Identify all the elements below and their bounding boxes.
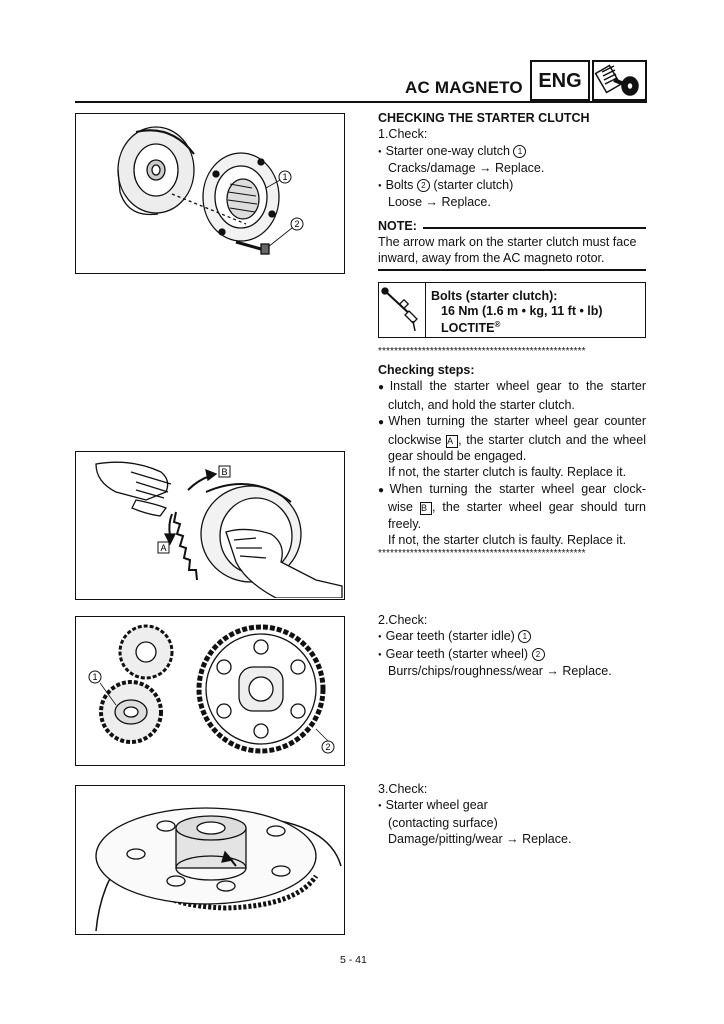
figure-starter-clutch: 1 2 xyxy=(75,113,345,274)
ref-callout: 2 xyxy=(531,647,545,661)
fig2-callout-b: B xyxy=(221,467,227,477)
torque-value: 16 Nm (1.6 m • kg, 11 ft • lb) xyxy=(441,303,603,318)
step-bullet-1-line-1: Install the starter wheel gear to the st… xyxy=(378,378,646,396)
ref-box-a: A xyxy=(446,434,459,448)
torque-wrench-icon xyxy=(379,283,426,337)
check-item-fault: Loose → Replace. xyxy=(388,195,491,210)
section-checking-starter-clutch: CHECKING THE STARTER CLUTCH 1.Check: Sta… xyxy=(378,110,646,210)
fig3-callout-2: 2 xyxy=(325,742,330,752)
ref-box-b: B xyxy=(419,502,432,516)
check-item-wheel-gear: Gear teeth (starter wheel) 2 xyxy=(378,646,646,663)
check-item-fault: Cracks/damage → Replace. xyxy=(388,161,545,176)
fig1-callout-1: 1 xyxy=(282,172,287,182)
step-bullet-3-line-2: wise B, the starter wheel gear should tu… xyxy=(388,500,646,516)
engine-icon xyxy=(592,60,647,101)
section-gear-teeth: 2.Check: Gear teeth (starter idle) 1 Gea… xyxy=(378,612,646,680)
separator-stars: ****************************************… xyxy=(378,346,586,357)
note-bottom-rule xyxy=(378,268,646,271)
check-item-bolts: Bolts 2 (starter clutch) xyxy=(378,177,646,194)
ref-callout: 1 xyxy=(518,630,532,644)
step-bullet-3-line-1: When turning the starter wheel gear cloc… xyxy=(378,481,646,499)
checking-steps-block: Checking steps: Install the starter whee… xyxy=(378,362,646,548)
step-label: 2.Check: xyxy=(378,613,428,627)
separator-stars: ****************************************… xyxy=(378,548,586,559)
section-heading: CHECKING THE STARTER CLUTCH xyxy=(378,111,590,125)
torque-spec-box: Bolts (starter clutch): 16 Nm (1.6 m • k… xyxy=(378,282,646,338)
note-rule xyxy=(422,227,646,229)
step-bullet-1-line-2: clutch, and hold the starter clutch. xyxy=(388,397,575,412)
check-item-fault: Damage/pitting/wear → Replace. xyxy=(388,832,572,847)
figure-starter-wheel-gear xyxy=(75,785,345,935)
checking-steps-heading: Checking steps: xyxy=(378,363,475,377)
header-rule xyxy=(75,101,647,103)
note-label: NOTE: xyxy=(378,219,417,233)
page-number: 5 - 41 xyxy=(340,954,367,966)
step-bullet-2-line-3: gear should be engaged. xyxy=(388,449,527,464)
check-item-idle-gear: Gear teeth (starter idle) 1 xyxy=(378,628,646,645)
torque-title: Bolts (starter clutch): xyxy=(431,289,558,303)
note-text-2: inward, away from the AC magneto rotor. xyxy=(378,251,605,266)
figure-gear-teeth: 1 2 xyxy=(75,616,345,766)
torque-text: Bolts (starter clutch): 16 Nm (1.6 m • k… xyxy=(431,289,603,336)
check-item-starter-wheel-gear: Starter wheel gear xyxy=(378,797,646,814)
check-item-one-way-clutch: Starter one-way clutch 1 xyxy=(378,143,646,160)
step-bullet-2-line-1: When turning the starter wheel gear coun… xyxy=(378,413,646,431)
step-bullet-3-line-4: If not, the starter clutch is faulty. Re… xyxy=(388,533,627,548)
section-starter-wheel-gear: 3.Check: Starter wheel gear (contacting … xyxy=(378,781,646,848)
check-item-fault: Burrs/chips/roughness/wear → Replace. xyxy=(388,664,612,679)
fig2-callout-a: A xyxy=(160,543,166,553)
figure-checking-steps: B A xyxy=(75,451,345,600)
step-label: 1.Check: xyxy=(378,127,428,142)
check-item-sub: (contacting surface) xyxy=(388,815,498,830)
ref-callout: 1 xyxy=(513,144,527,158)
note-block: NOTE: The arrow mark on the starter clut… xyxy=(378,218,646,271)
note-text-1: The arrow mark on the starter clutch mus… xyxy=(378,235,637,249)
step-bullet-2-line-2: clockwise A, the starter clutch and the … xyxy=(388,432,646,448)
step-bullet-3-line-3: freely. xyxy=(388,516,422,531)
fig1-callout-2: 2 xyxy=(294,219,299,229)
fig3-callout-1: 1 xyxy=(92,672,97,682)
step-label: 3.Check: xyxy=(378,782,428,796)
section-title: AC MAGNETO xyxy=(405,78,523,97)
step-bullet-2-line-4: If not, the starter clutch is faulty. Re… xyxy=(388,465,627,480)
ref-callout: 2 xyxy=(416,178,430,192)
eng-badge: ENG xyxy=(530,60,590,101)
torque-loctite: LOCTITE® xyxy=(441,320,501,336)
